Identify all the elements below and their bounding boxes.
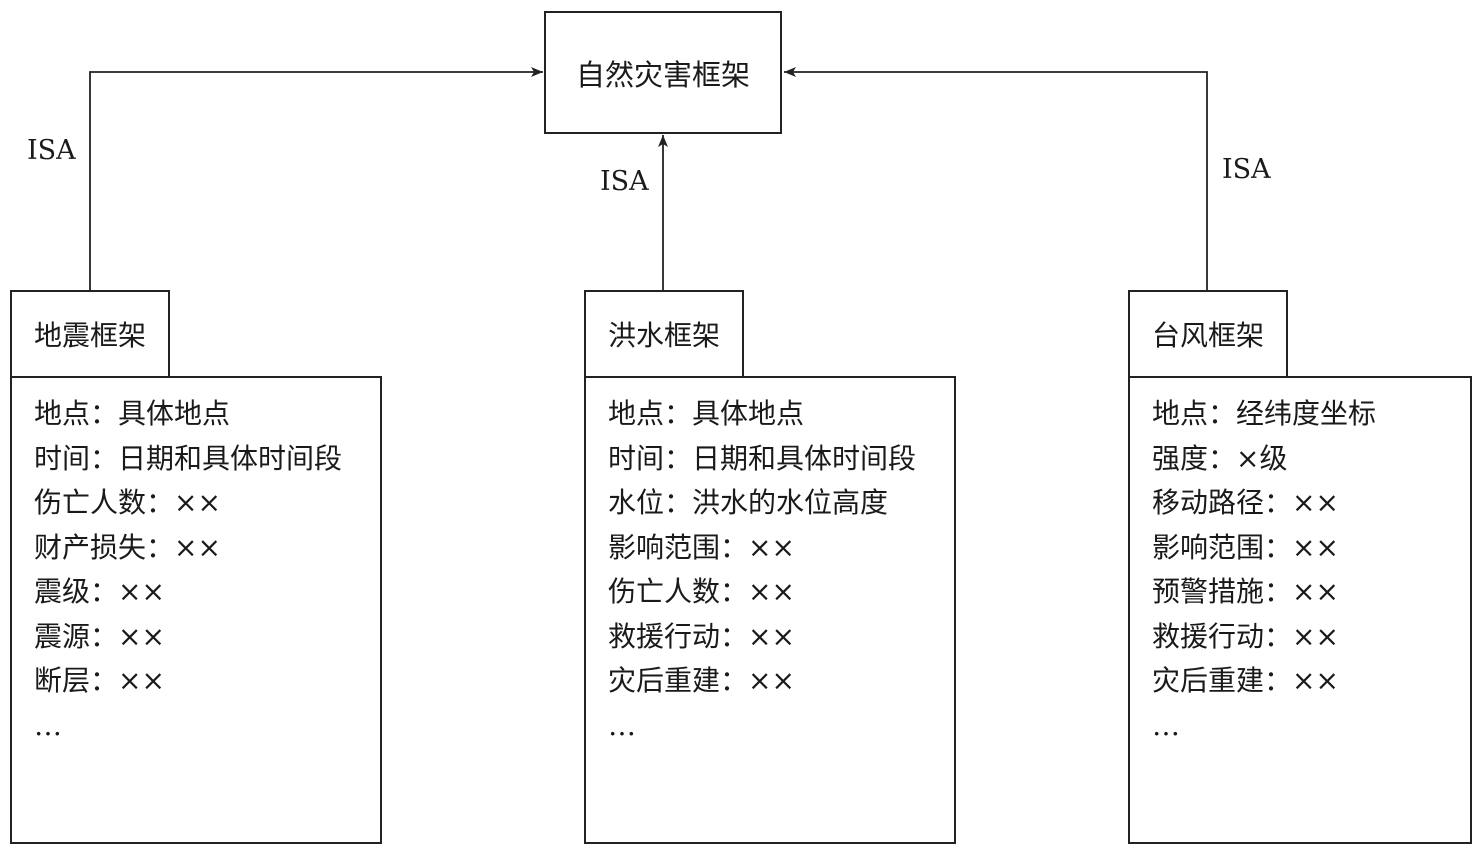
slot-item: 断层：×× [34,664,165,697]
slot-item: 地点：具体地点 [34,397,231,430]
slot-item: 影响范围：×× [608,530,795,564]
slot-item: 强度：×级 [1152,441,1288,475]
slot-item: 时间：日期和具体时间段 [608,441,917,475]
isa-label-typhoon: ISA [1222,154,1271,185]
slot-item: … [1152,708,1180,742]
slot-item: 水位：洪水的水位高度 [608,486,889,519]
slot-item: 灾后重建：×× [608,664,795,697]
root-frame-box: 自然灾害框架 [544,11,782,134]
slot-item: 影响范围：×× [1152,530,1339,564]
slot-item: 地点：具体地点 [608,397,805,430]
slot-item: 震源：×× [34,619,165,653]
slot-item: 时间：日期和具体时间段 [34,441,343,475]
slot-item: 震级：×× [34,575,165,608]
isa-edge-typhoon [784,67,1208,291]
slot-item: 预警措施：×× [1152,575,1339,608]
earthquake-frame-slots: 地点：具体地点 时间：日期和具体时间段 伤亡人数：×× 财产损失：×× 震级：×… [10,376,382,844]
slot-item: 伤亡人数：×× [608,575,795,608]
slot-item: 移动路径：×× [1152,486,1339,519]
typhoon-frame-tab: 台风框架 [1128,290,1288,378]
slot-item: … [608,708,636,742]
flood-frame-tab: 洪水框架 [584,290,744,378]
slot-item: 救援行动：×× [1152,619,1339,653]
flood-frame-title: 洪水框架 [607,319,720,352]
isa-label-flood: ISA [600,166,649,197]
isa-label-earthquake: ISA [27,135,76,166]
typhoon-frame-title: 台风框架 [1151,319,1264,352]
slot-item: 地点：经纬度坐标 [1152,397,1377,430]
slot-item: … [34,708,62,742]
flood-frame-slots: 地点：具体地点 时间：日期和具体时间段 水位：洪水的水位高度 影响范围：×× 伤… [584,376,956,844]
isa-edge-earthquake [89,67,543,291]
typhoon-frame-slots: 地点：经纬度坐标 强度：×级 移动路径：×× 影响范围：×× 预警措施：×× 救… [1128,376,1472,844]
slot-item: 伤亡人数：×× [34,486,221,519]
slot-item: 财产损失：×× [34,530,221,564]
earthquake-frame-tab: 地震框架 [10,290,170,378]
earthquake-frame-title: 地震框架 [33,319,146,352]
slot-item: 灾后重建：×× [1152,664,1339,697]
root-frame-title: 自然灾害框架 [575,57,750,92]
slot-item: 救援行动：×× [608,619,795,653]
